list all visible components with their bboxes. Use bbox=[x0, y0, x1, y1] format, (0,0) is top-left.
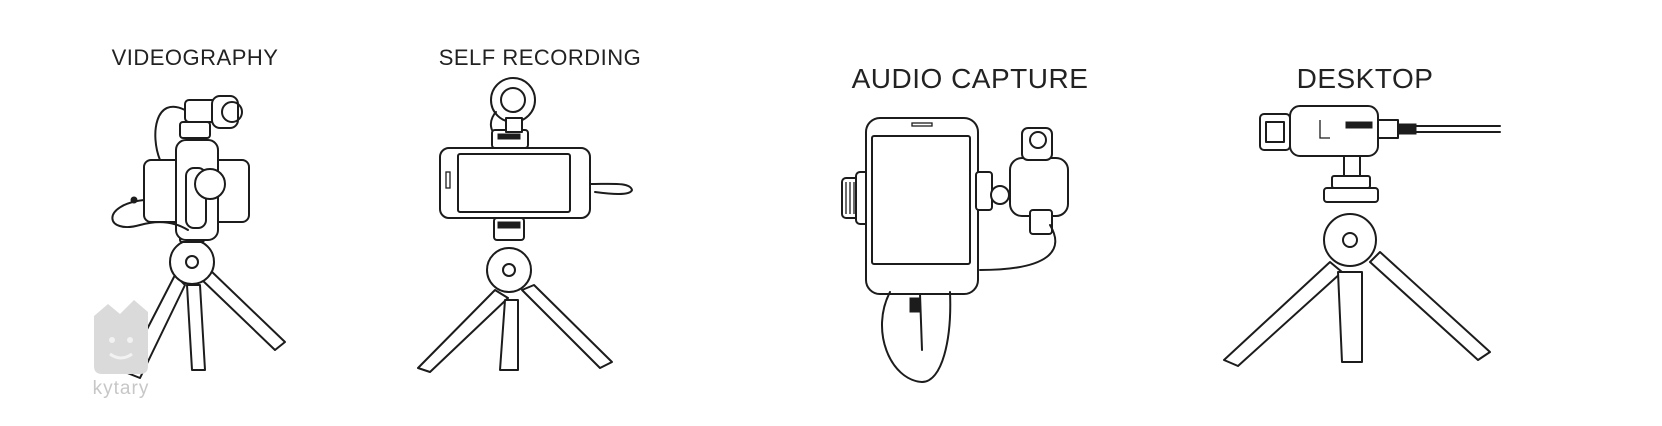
watermark-text: kytary bbox=[92, 378, 150, 399]
scene-label-desktop: DESKTOP bbox=[1296, 63, 1434, 94]
videography-rig-illustration bbox=[111, 95, 286, 379]
audio-capture-rig-illustration bbox=[841, 117, 1069, 383]
scene-self-recording: SELF RECORDING bbox=[400, 0, 680, 426]
self-recording-rig-illustration bbox=[417, 77, 633, 373]
scene-label-self-recording: SELF RECORDING bbox=[438, 45, 642, 70]
scene-label-audio-capture: AUDIO CAPTURE bbox=[851, 63, 1089, 94]
scene-desktop: DESKTOP bbox=[1220, 0, 1600, 426]
desktop-rig-illustration bbox=[1223, 105, 1501, 367]
scene-audio-capture: AUDIO CAPTURE bbox=[840, 0, 1100, 426]
watermark-kytary-logo: kytary bbox=[88, 296, 154, 406]
scene-label-videography: VIDEOGRAPHY bbox=[111, 45, 279, 70]
kytary-face-icon bbox=[94, 300, 148, 374]
scene-videography: VIDEOGRAPHY bbox=[60, 0, 330, 426]
